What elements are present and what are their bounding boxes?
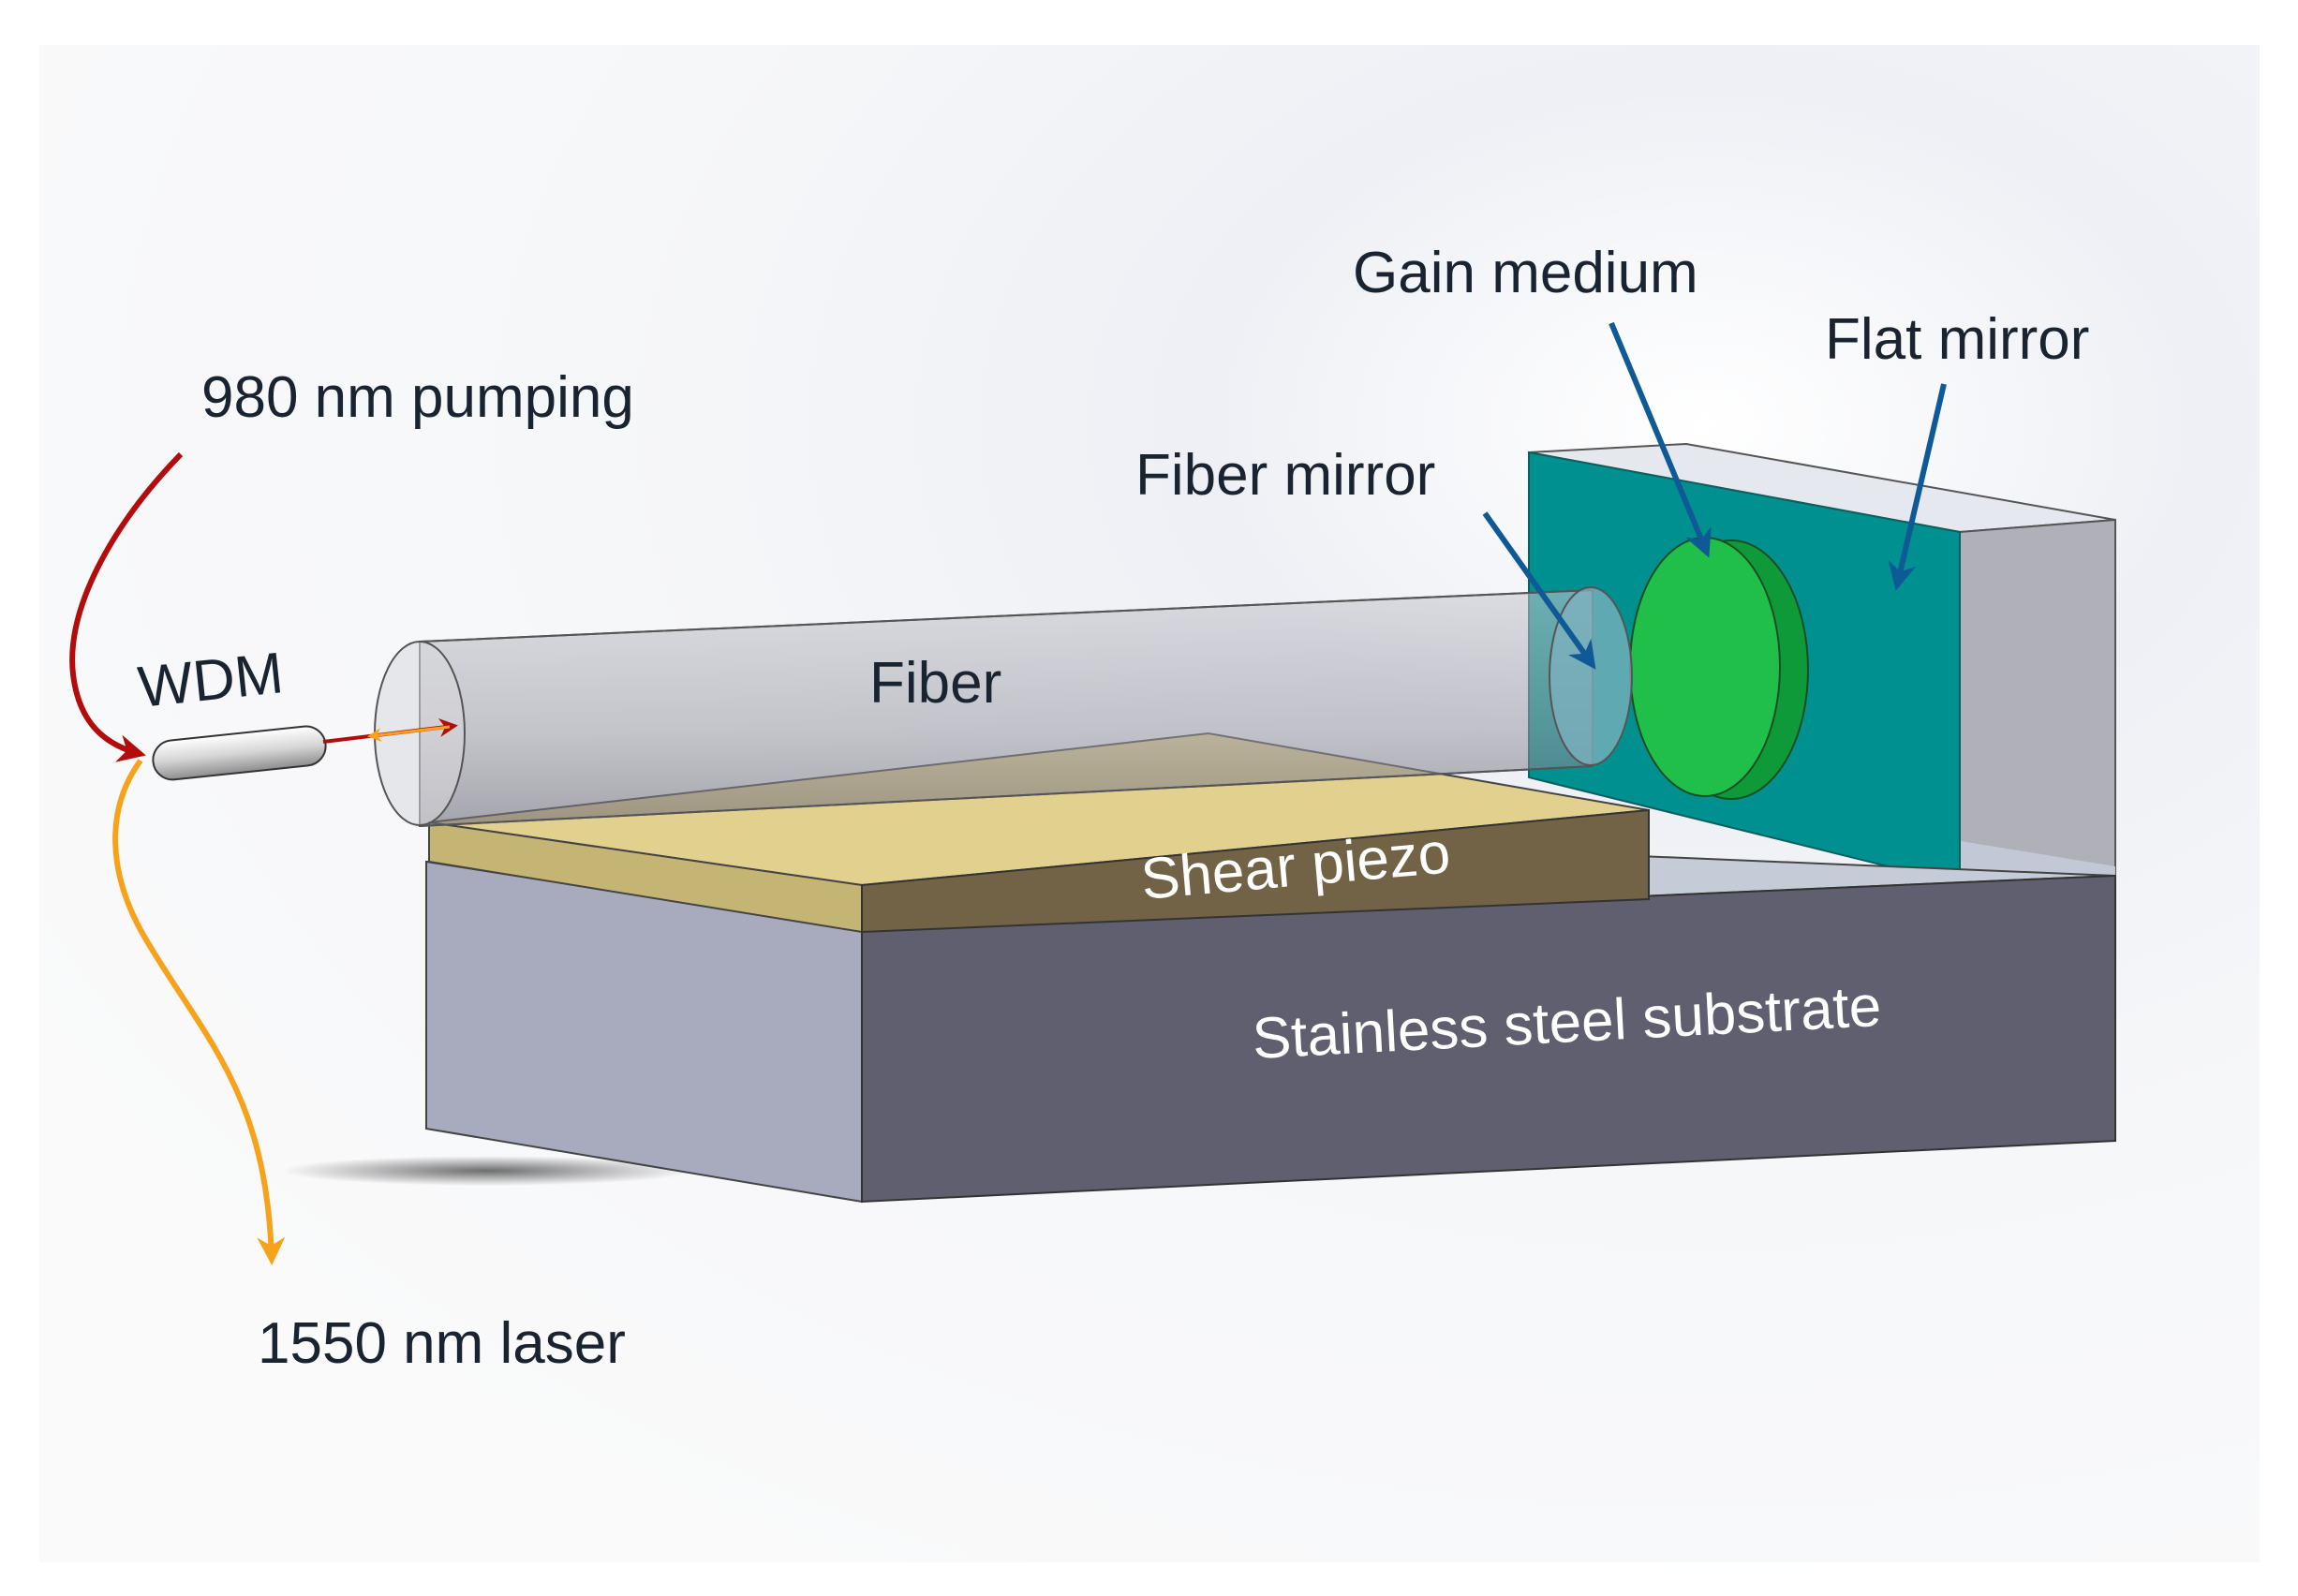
label-fiber-mirror: Fiber mirror — [1135, 443, 1435, 508]
fiber-mirror-pointer — [1482, 511, 1596, 670]
flat-mirror-pointer — [1888, 383, 1947, 591]
wdm-coupler — [152, 718, 458, 781]
laser-arrow — [112, 759, 286, 1265]
label-flat-mirror: Flat mirror — [1825, 307, 2089, 372]
label-laser: 1550 nm laser — [258, 1311, 626, 1376]
fiber-mirror — [1549, 586, 1633, 766]
ground-shadow — [281, 1156, 693, 1186]
label-gain-medium: Gain medium — [1353, 241, 1698, 305]
gain-medium-pointer — [1609, 321, 1712, 558]
label-pump: 980 nm pumping — [201, 365, 634, 430]
fiber — [374, 588, 1594, 828]
gain-medium — [1629, 537, 1809, 800]
pump-arrow — [69, 451, 184, 762]
label-wdm: WDM — [135, 641, 286, 720]
label-fiber: Fiber — [869, 651, 1001, 716]
